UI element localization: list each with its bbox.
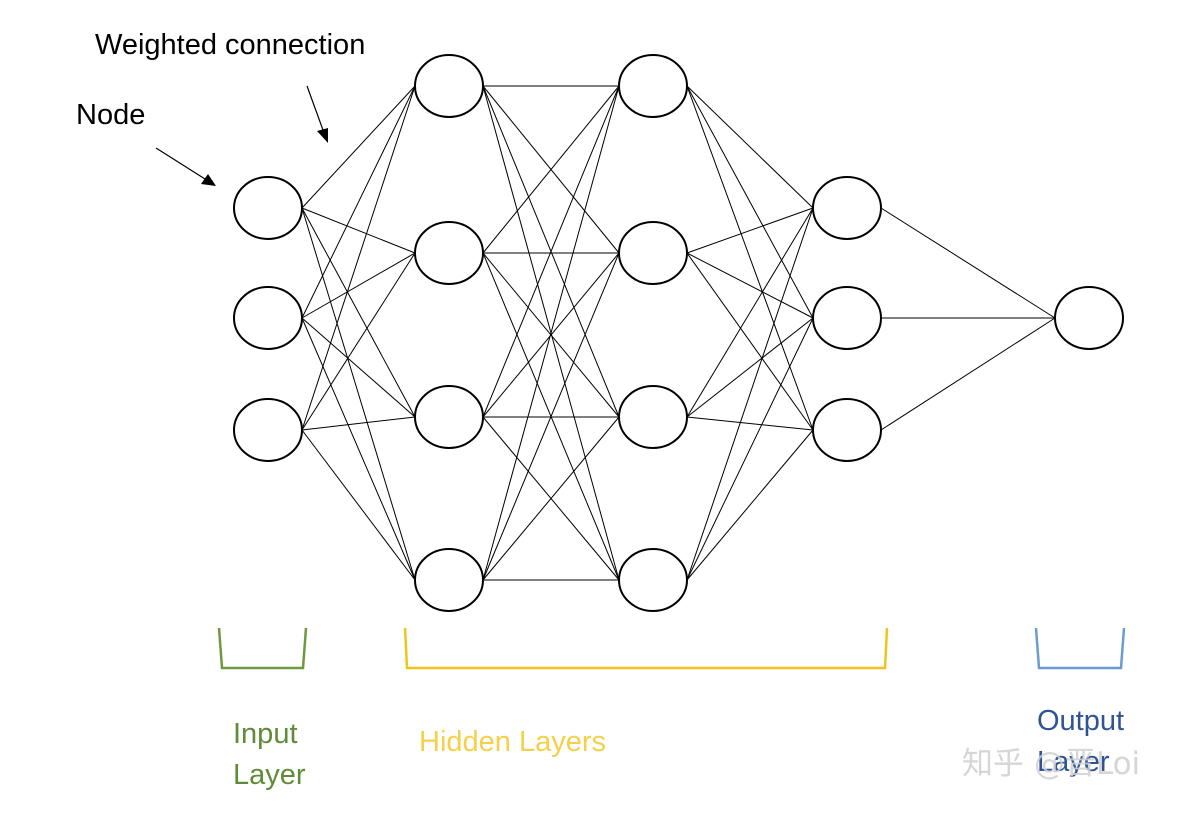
- weighted-connection: [301, 416, 416, 431]
- weighted-connection: [482, 85, 620, 254]
- watermark: 知乎 @晋Loi: [962, 746, 1141, 782]
- weighted-connection: [482, 85, 620, 418]
- weighted-connection-annotation: Weighted connection: [95, 29, 366, 61]
- weighted-connection: [686, 85, 814, 209]
- hidden-2-node: [618, 54, 688, 118]
- node-arrow: [155, 147, 206, 180]
- node-annotation: Node: [76, 99, 146, 131]
- weighted-connection: [482, 252, 620, 418]
- input-layer-label: Input Layer: [233, 718, 306, 791]
- weighted-connection: [301, 207, 416, 418]
- hidden-2-node: [618, 221, 688, 285]
- weighted-connections: [301, 85, 1056, 581]
- weighted-connection: [686, 429, 814, 581]
- weighted-connection: [686, 85, 814, 431]
- weighted-connection: [482, 252, 620, 581]
- weighted-connection: [686, 317, 814, 581]
- weighted-connection: [482, 85, 620, 581]
- input-layer-bracket: [217, 627, 308, 670]
- hidden-2-node: [618, 548, 688, 612]
- input-node: [233, 286, 303, 350]
- output-layer-bracket: [1034, 627, 1126, 670]
- weighted-connection: [301, 85, 416, 319]
- weighted-connection: [880, 317, 1056, 431]
- weighted-connection: [301, 207, 416, 581]
- weighted-connection: [301, 317, 416, 581]
- weighted-connection: [301, 317, 416, 418]
- hidden-layers-label: Hidden Layers: [419, 726, 606, 758]
- weighted-connection: [301, 429, 416, 581]
- output-layer-label: Output Layer: [1037, 705, 1125, 778]
- output-node: [1054, 286, 1124, 350]
- weighted-connection: [482, 416, 620, 581]
- hidden-2-node: [618, 385, 688, 449]
- weighted-connection-arrowhead: [317, 128, 328, 143]
- input-node: [233, 398, 303, 462]
- nodes: [233, 54, 1124, 612]
- hidden-1-node: [414, 221, 484, 285]
- weighted-connection: [301, 85, 416, 209]
- weighted-connection: [301, 252, 416, 431]
- weighted-connection: [686, 252, 814, 431]
- hidden-3-node: [812, 176, 882, 240]
- weighted-connection: [686, 252, 814, 319]
- weighted-connection: [686, 207, 814, 581]
- weighted-connection: [686, 416, 814, 431]
- weighted-connection: [686, 85, 814, 319]
- weighted-connection: [686, 207, 814, 254]
- hidden-layers-bracket: [403, 627, 889, 670]
- weighted-connection: [301, 207, 416, 254]
- weighted-connection-arrow: [306, 85, 324, 131]
- node-arrowhead: [201, 174, 216, 186]
- hidden-1-node: [414, 548, 484, 612]
- weighted-connection: [880, 207, 1056, 319]
- hidden-1-node: [414, 385, 484, 449]
- hidden-3-node: [812, 286, 882, 350]
- weighted-connection: [301, 252, 416, 319]
- weighted-connection: [686, 207, 814, 418]
- hidden-3-node: [812, 398, 882, 462]
- input-node: [233, 176, 303, 240]
- weighted-connection: [301, 85, 416, 431]
- weighted-connection: [686, 317, 814, 418]
- hidden-1-node: [414, 54, 484, 118]
